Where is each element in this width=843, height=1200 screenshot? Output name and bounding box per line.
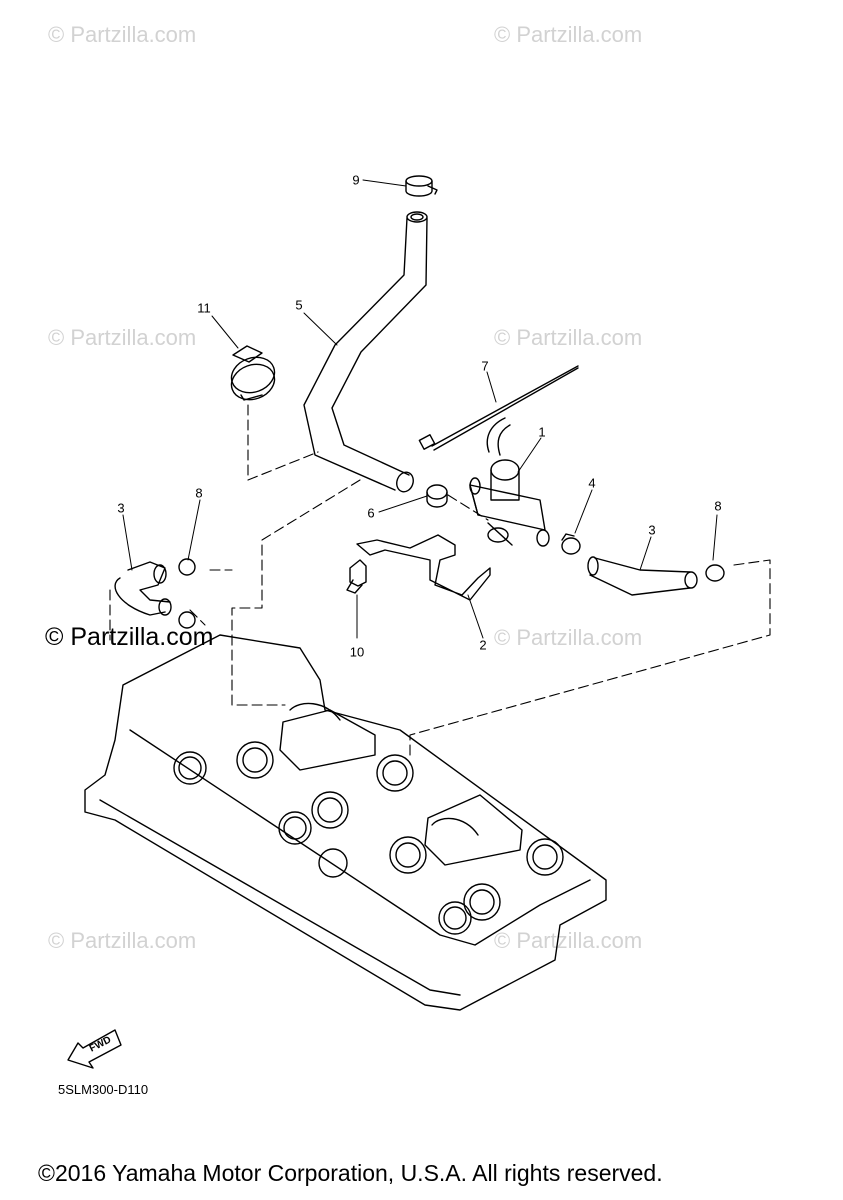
callout-4: 4 (588, 475, 596, 491)
watermark: © Partzilla.com (494, 325, 643, 350)
connection-lines (109, 404, 771, 761)
callout-2: 2 (479, 637, 487, 653)
callout-7: 7 (481, 358, 489, 374)
part-1-valve (469, 417, 550, 547)
part-6-clamp (426, 484, 448, 508)
callout-11: 11 (197, 300, 211, 316)
callout-6: 6 (367, 505, 375, 521)
watermark: © Partzilla.com (494, 928, 643, 953)
fwd-arrow-icon (67, 1029, 122, 1069)
callout-8-left: 8 (195, 485, 203, 501)
callout-5: 5 (295, 297, 303, 313)
leader-lines (122, 179, 718, 639)
diagram-code: 5SLM300-D110 (58, 1082, 149, 1097)
callout-3-right: 3 (648, 522, 656, 538)
part-3-hose-left (114, 561, 172, 616)
part-8-clamp-left (178, 558, 196, 629)
part-4-clamp (561, 533, 581, 555)
callout-10: 10 (349, 644, 365, 660)
watermark: © Partzilla.com (48, 325, 197, 350)
part-7-cable-tie (418, 365, 579, 451)
copyright-text: ©2016 Yamaha Motor Corporation, U.S.A. A… (38, 1160, 663, 1186)
part-5-hose (303, 211, 428, 493)
callout-8-right: 8 (714, 498, 722, 514)
watermark: © Partzilla.com (48, 928, 197, 953)
watermark: © Partzilla.com (494, 22, 643, 47)
part-8-clamp-right (705, 564, 725, 582)
watermark: © Partzilla.com (48, 22, 197, 47)
callout-9: 9 (352, 172, 360, 188)
part-9-clamp (405, 175, 438, 197)
valve-cover (84, 634, 607, 1011)
part-11-clamp (230, 345, 276, 401)
callout-1: 1 (538, 424, 546, 440)
part-10-bolt (346, 559, 367, 594)
watermark: © Partzilla.com (494, 625, 643, 650)
part-2-bracket (356, 534, 491, 601)
callout-3-left: 3 (117, 500, 125, 516)
